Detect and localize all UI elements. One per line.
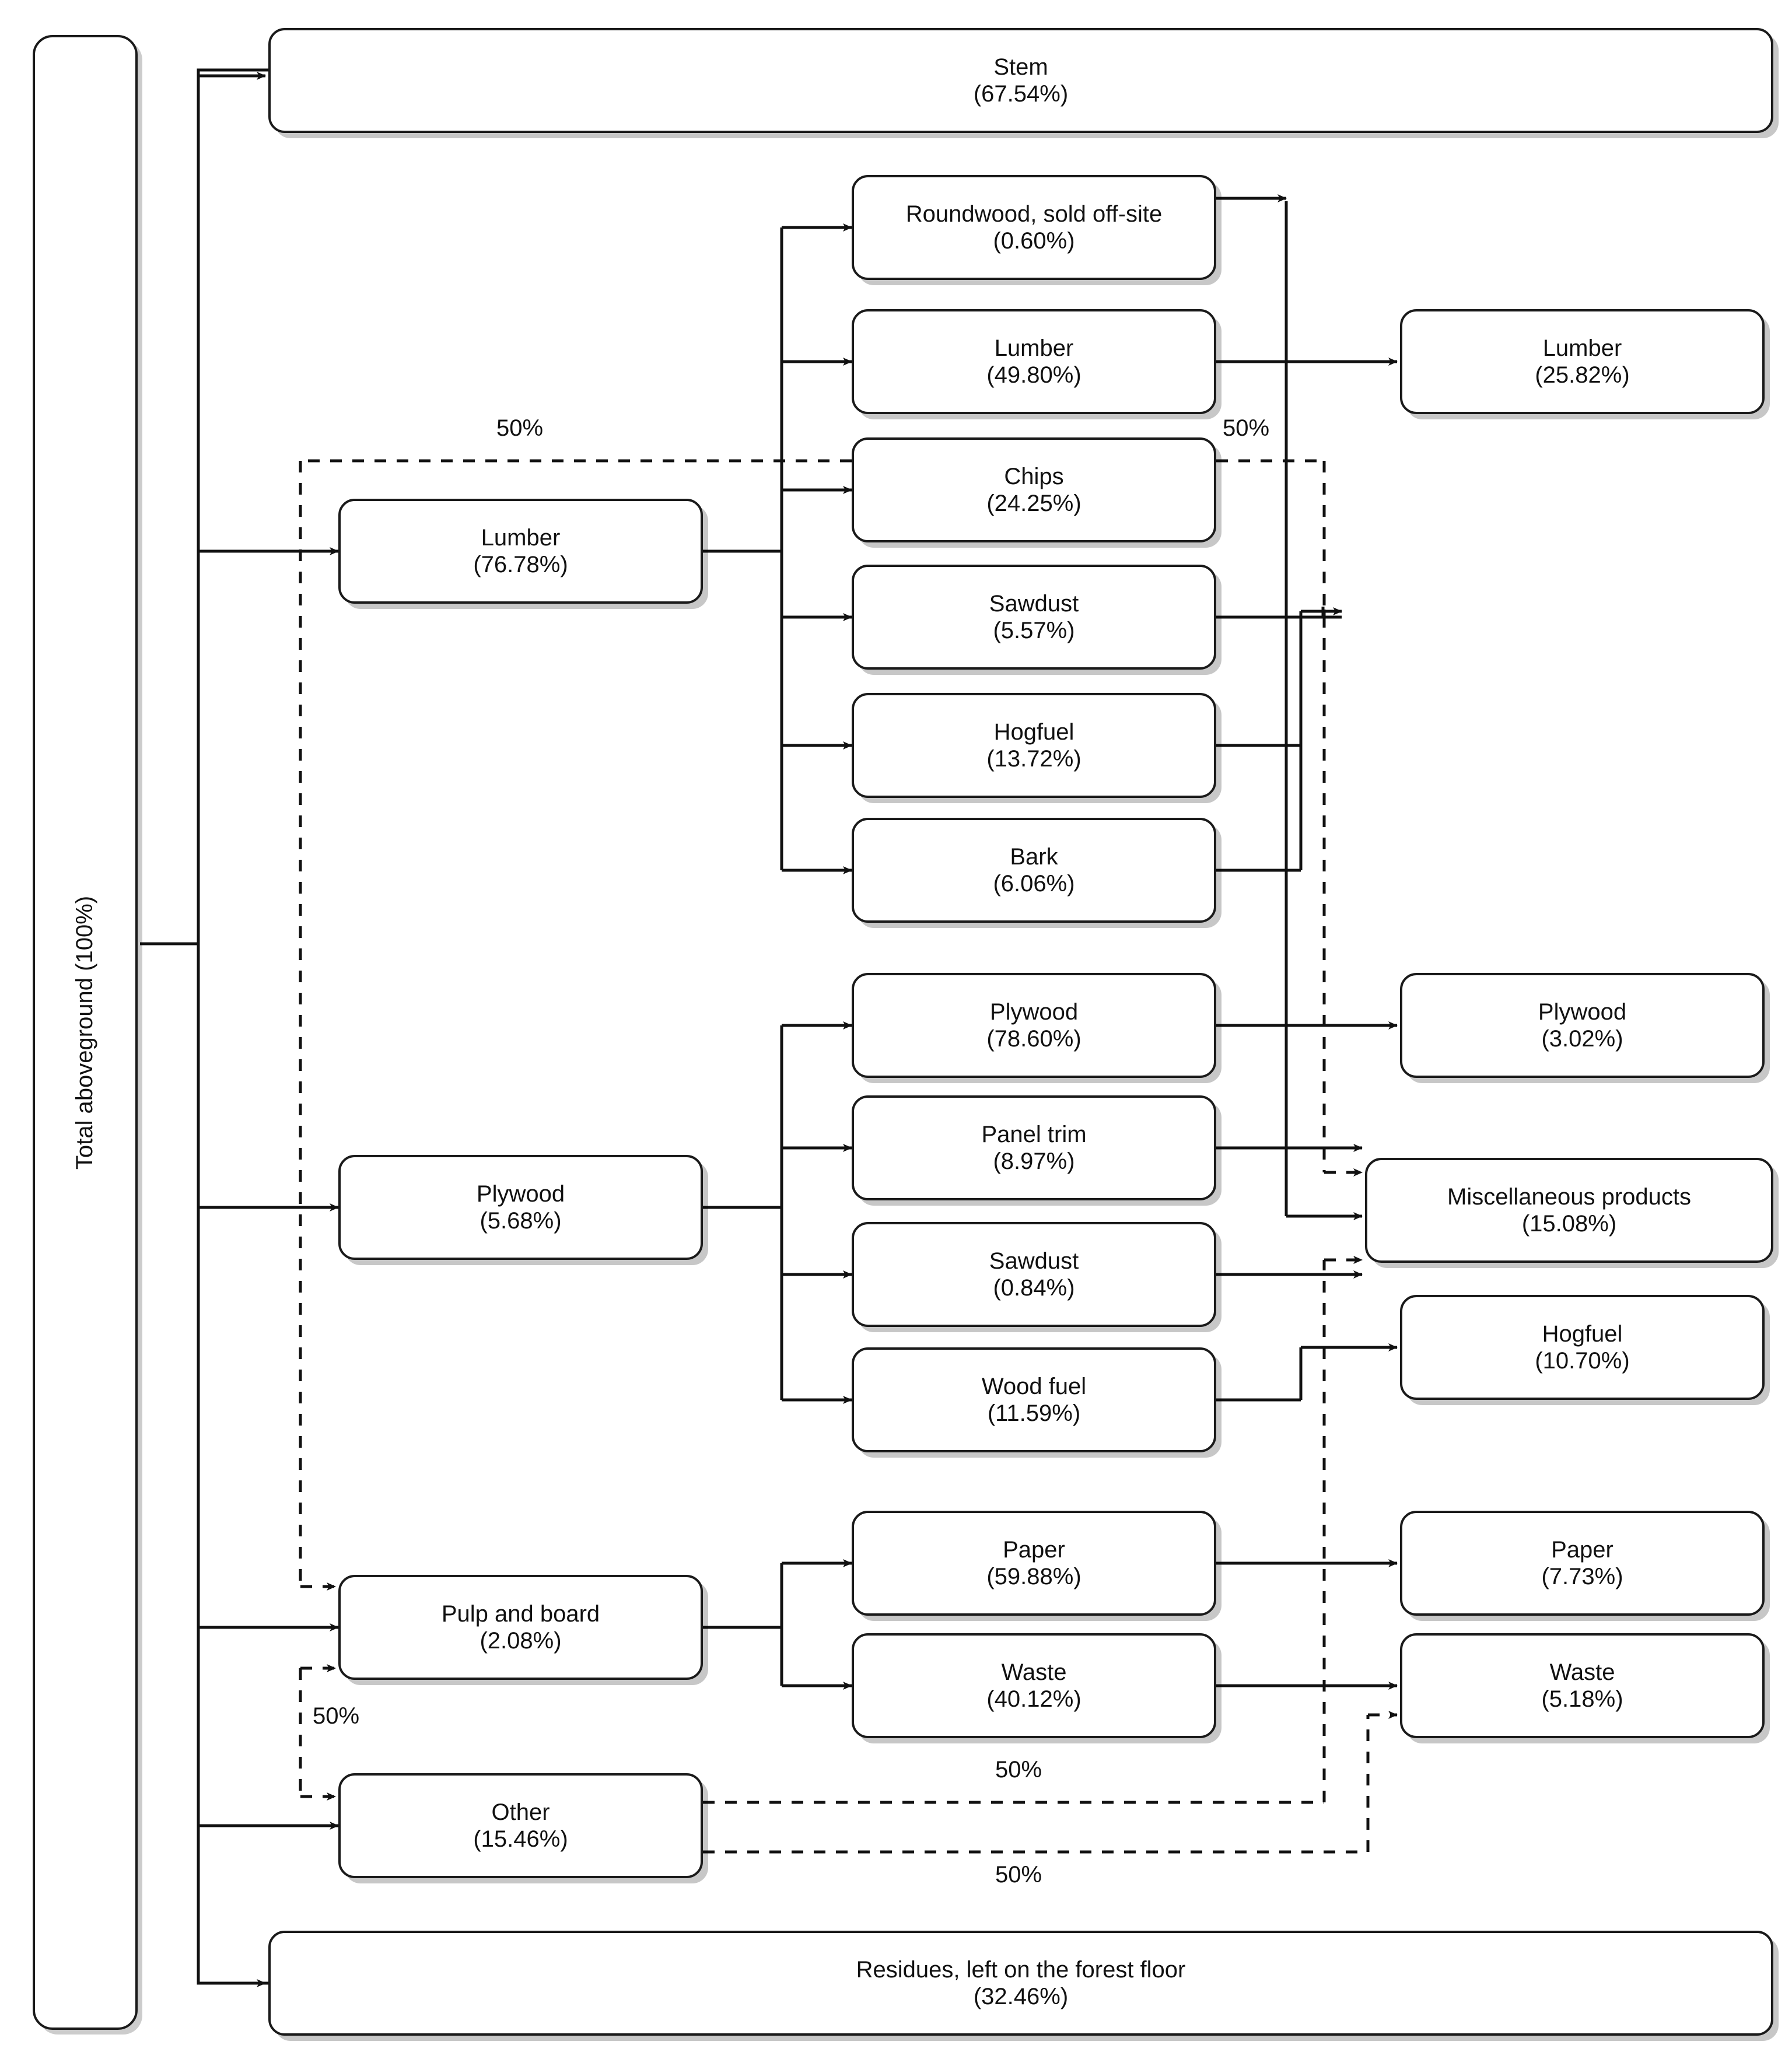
node-label: Chips [1004,463,1064,489]
node-value: (11.59%) [987,1400,1081,1426]
edge-label-split-other-upper: 50% [992,1757,1046,1783]
node-panel-trim[interactable]: Panel trim (8.97%) [852,1095,1216,1200]
node-hogfuel-lumber[interactable]: Hogfuel (13.72%) [852,693,1216,798]
node-final-miscellaneous-products[interactable]: Miscellaneous products (15.08%) [1365,1158,1773,1263]
node-value: (67.54%) [973,81,1069,107]
node-value: (7.73%) [1541,1564,1623,1589]
node-label: Lumber [481,524,561,551]
node-final-lumber[interactable]: Lumber (25.82%) [1400,309,1765,414]
node-value: (8.97%) [993,1148,1075,1174]
node-label: Plywood [476,1181,565,1207]
edge-label-split-other-lower: 50% [992,1862,1046,1888]
node-label: Pulp and board [441,1601,600,1627]
node-final-plywood[interactable]: Plywood (3.02%) [1400,973,1765,1078]
node-sawdust-lumber[interactable]: Sawdust (5.57%) [852,565,1216,670]
node-label: Bark [1010,843,1058,870]
node-label: Waste [1549,1659,1615,1685]
node-plywood-stream[interactable]: Plywood (5.68%) [338,1155,703,1260]
node-label: Other [491,1799,550,1825]
node-value: (5.68%) [480,1208,562,1234]
node-value: (49.80%) [986,362,1082,388]
node-final-hogfuel[interactable]: Hogfuel (10.70%) [1400,1295,1765,1400]
node-value: (59.88%) [986,1564,1082,1589]
node-waste-output[interactable]: Waste (40.12%) [852,1633,1216,1738]
node-value: (15.08%) [1521,1211,1617,1237]
node-label: Hogfuel [993,719,1074,745]
node-label: Paper [1003,1536,1065,1563]
node-label: Stem [993,54,1048,80]
node-other-stream[interactable]: Other (15.46%) [338,1773,703,1878]
node-label: Sawdust [989,590,1079,617]
node-paper-output[interactable]: Paper (59.88%) [852,1511,1216,1616]
node-label: Paper [1551,1536,1614,1563]
node-plywood-output[interactable]: Plywood (78.60%) [852,973,1216,1078]
node-value: (6.06%) [993,871,1075,897]
node-value: (3.02%) [1541,1026,1623,1052]
node-label: Waste [1001,1659,1067,1685]
node-value: (0.60%) [993,228,1075,254]
node-wood-fuel[interactable]: Wood fuel (11.59%) [852,1347,1216,1452]
total-aboveground-label: Total aboveground (100%) [72,895,98,1169]
node-bark[interactable]: Bark (6.06%) [852,818,1216,923]
total-aboveground-trunk: Total aboveground (100%) [33,35,138,2030]
node-label: Lumber [994,335,1074,361]
node-roundwood-sold-off-site[interactable]: Roundwood, sold off-site (0.60%) [852,175,1216,280]
node-label: Miscellaneous products [1447,1183,1691,1210]
edge-label-split-chips-out: 50% [1219,415,1273,442]
node-label: Plywood [1538,999,1627,1025]
node-value: (15.46%) [473,1826,568,1852]
node-label: Wood fuel [981,1373,1087,1399]
node-value: (5.18%) [1541,1686,1623,1712]
node-value: (13.72%) [986,746,1082,772]
node-lumber-stream[interactable]: Lumber (76.78%) [338,499,703,604]
node-value: (2.08%) [480,1628,562,1654]
edge-label-split-pulp-other: 50% [309,1703,363,1729]
node-label: Residues, left on the forest floor [856,1956,1186,1983]
node-sawdust-plywood[interactable]: Sawdust (0.84%) [852,1222,1216,1327]
node-final-waste[interactable]: Waste (5.18%) [1400,1633,1765,1738]
node-value: (10.70%) [1535,1348,1630,1374]
node-label: Panel trim [981,1121,1087,1147]
node-value: (32.46%) [973,1984,1069,2009]
node-label: Lumber [1542,335,1622,361]
node-label: Hogfuel [1542,1321,1623,1347]
node-value: (78.60%) [986,1026,1082,1052]
node-label: Roundwood, sold off-site [905,201,1163,227]
node-value: (76.78%) [473,552,568,577]
node-value: (0.84%) [993,1275,1075,1301]
node-residues[interactable]: Residues, left on the forest floor (32.4… [268,1931,1773,2036]
node-lumber-output[interactable]: Lumber (49.80%) [852,309,1216,414]
node-value: (5.57%) [993,618,1075,643]
edge-label-split-chips-in: 50% [493,415,547,442]
node-pulp-and-board-stream[interactable]: Pulp and board (2.08%) [338,1575,703,1680]
node-label: Plywood [989,999,1079,1025]
node-chips[interactable]: Chips (24.25%) [852,437,1216,542]
node-value: (25.82%) [1535,362,1630,388]
node-final-paper[interactable]: Paper (7.73%) [1400,1511,1765,1616]
node-stem[interactable]: Stem (67.54%) [268,28,1773,133]
node-label: Sawdust [989,1248,1079,1274]
node-value: (24.25%) [986,491,1082,516]
node-value: (40.12%) [986,1686,1082,1712]
